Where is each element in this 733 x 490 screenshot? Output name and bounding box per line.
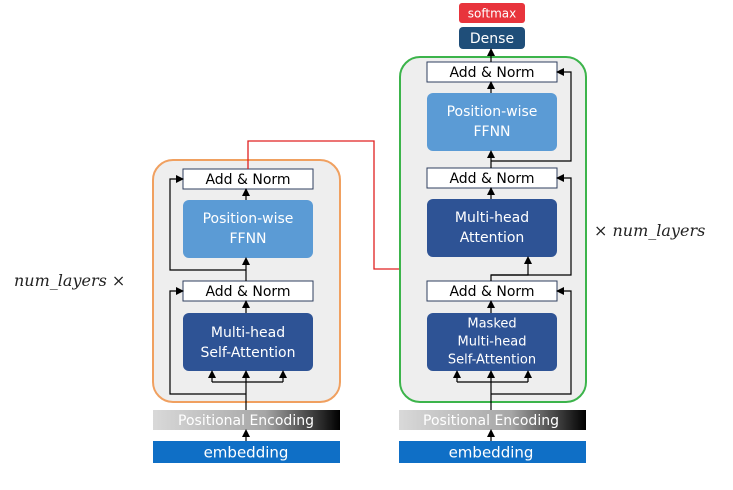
decoder-attn-label-1: Multi-head bbox=[455, 210, 529, 226]
encoder: Add & Norm Position-wise FFNN Add & Norm… bbox=[14, 159, 341, 463]
decoder-add-norm-top-label: Add & Norm bbox=[449, 65, 534, 81]
decoder-embedding bbox=[399, 441, 586, 463]
decoder-attn-label-2: Attention bbox=[460, 230, 525, 246]
decoder: softmax Dense Add & Norm Position-wise F… bbox=[399, 3, 705, 463]
decoder-positional-encoding-label: Positional Encoding bbox=[423, 413, 559, 429]
encoder-arrows bbox=[169, 175, 287, 441]
decoder-cross-attention bbox=[427, 199, 557, 257]
decoder-softmax-label: softmax bbox=[468, 7, 516, 21]
decoder-positional-encoding bbox=[399, 410, 586, 430]
decoder-ffnn-label-1: Position-wise bbox=[447, 104, 538, 120]
encoder-add-norm-top-label: Add & Norm bbox=[205, 172, 290, 188]
decoder-dense-label: Dense bbox=[470, 31, 514, 47]
encoder-attn-label-2: Self-Attention bbox=[201, 345, 296, 361]
decoder-masked-self-attention bbox=[427, 313, 557, 371]
encoder-positional-encoding bbox=[153, 410, 340, 430]
encoder-repeat-label: num_layers × bbox=[14, 271, 125, 290]
encoder-ffnn-label-1: Position-wise bbox=[203, 211, 294, 227]
encoder-ffnn bbox=[183, 200, 313, 258]
encoder-attn-label-1: Multi-head bbox=[211, 325, 285, 341]
encoder-add-norm-bottom-label: Add & Norm bbox=[205, 284, 290, 300]
decoder-dense bbox=[459, 27, 525, 49]
encoder-self-attention bbox=[183, 313, 313, 371]
decoder-add-norm-mid-label: Add & Norm bbox=[449, 171, 534, 187]
decoder-repeat-label: × num_layers bbox=[594, 221, 705, 240]
decoder-embedding-label: embedding bbox=[449, 444, 534, 462]
encoder-embedding-label: embedding bbox=[204, 444, 289, 462]
decoder-masked-label-1: Masked bbox=[467, 317, 516, 332]
decoder-ffnn-label-2: FFNN bbox=[473, 124, 510, 140]
decoder-softmax bbox=[459, 3, 525, 23]
decoder-masked-label-2: Multi-head bbox=[458, 335, 527, 350]
decoder-masked-label-3: Self-Attention bbox=[448, 353, 536, 368]
decoder-ffnn bbox=[427, 93, 557, 151]
decoder-add-norm-bottom-label: Add & Norm bbox=[449, 284, 534, 300]
encoder-embedding bbox=[153, 441, 340, 463]
decoder-arrows bbox=[453, 48, 572, 441]
encoder-positional-encoding-label: Positional Encoding bbox=[178, 413, 314, 429]
encoder-ffnn-label-2: FFNN bbox=[229, 231, 266, 247]
